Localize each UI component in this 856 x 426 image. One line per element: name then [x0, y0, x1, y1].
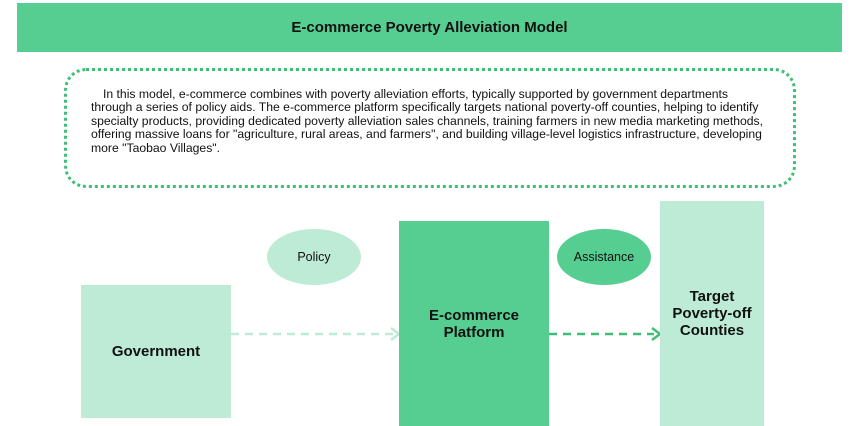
platform-node: E-commerce Platform: [399, 221, 549, 426]
assistance-label: Assistance: [557, 229, 651, 285]
government-label: Government: [111, 343, 201, 360]
policy-label: Policy: [267, 229, 361, 285]
target-label: Target Poverty-off Counties: [672, 288, 752, 339]
target-node: Target Poverty-off Counties: [660, 201, 764, 426]
description-text: In this model, e-commerce combines with …: [91, 87, 764, 155]
diagram-title: E-commerce Poverty Alleviation Model: [17, 3, 842, 52]
platform-label: E-commerce Platform: [428, 306, 520, 341]
government-node: Government: [81, 285, 231, 418]
description-box: In this model, e-commerce combines with …: [64, 68, 796, 188]
